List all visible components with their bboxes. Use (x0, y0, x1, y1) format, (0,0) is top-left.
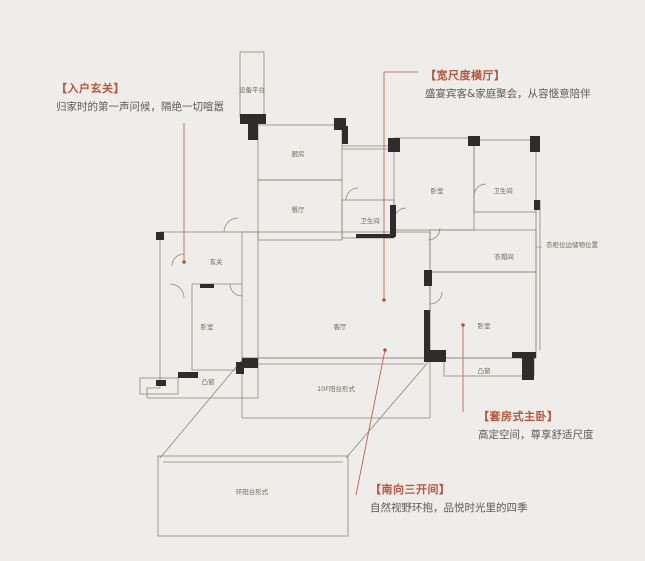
callout-living-title: 【宽尺度横厅】 (425, 69, 506, 82)
room-label-bathroom-master: 卫生间 (493, 186, 513, 195)
callout-south-desc: 自然视野环抱，品悦时光里的四季 (370, 502, 528, 514)
room-label-equipment: 设备平台 (239, 85, 265, 94)
room-label-bay-east: 凸窗 (478, 366, 491, 375)
leader-master-dot (461, 323, 465, 327)
leader-south (355, 349, 386, 496)
callout-entrance: 【入户玄关】 归家时的第一声问候，隔绝一切喧嚣 (56, 83, 224, 113)
callout-leader-lines (182, 71, 465, 496)
room-label-bay-west: 凸窗 (202, 377, 215, 386)
callout-living-desc: 盛宴宾客&家庭聚会，从容惬意陪伴 (425, 88, 591, 100)
room-label-living: 客厅 (334, 322, 348, 331)
callout-master-desc: 高定空间，尊享舒适尺度 (478, 429, 594, 441)
room-label-balcony: 10F阳台形式 (317, 384, 356, 393)
leader-south-dot (383, 348, 387, 352)
leader-living-dot (382, 298, 386, 302)
leader-entrance-dot (182, 260, 186, 264)
callout-south: 【南向三开间】 自然视野环抱，品悦时光里的四季 (370, 484, 528, 514)
room-label-dressing: 衣帽间 (494, 252, 514, 261)
plan-thin-lines (139, 51, 541, 537)
plan-walls (156, 114, 540, 386)
room-label-bedroom-north: 卧室 (431, 186, 445, 195)
callout-living: 【宽尺度横厅】 盛宴宾客&家庭聚会，从容惬意陪伴 (425, 70, 591, 100)
callout-entrance-desc: 归家时的第一声问候，隔绝一切喧嚣 (56, 101, 224, 113)
callout-entrance-title: 【入户玄关】 (56, 82, 125, 95)
room-label-terrace: 环阳台形式 (236, 487, 269, 496)
room-label-kitchen: 厨房 (292, 149, 305, 158)
callout-master: 【套房式主卧】 高定空间，尊享舒适尺度 (478, 411, 594, 441)
callout-south-title: 【南向三开间】 (370, 483, 451, 496)
room-label-storage-tip: 衣柜位边储物位置 (546, 240, 599, 249)
room-label-foyer: 玄关 (210, 257, 224, 266)
room-label-bedroom-master: 卧室 (478, 321, 492, 330)
room-label-bedroom-west: 卧室 (201, 322, 215, 331)
room-label-dining: 餐厅 (292, 205, 306, 214)
room-label-bathroom-public: 卫生间 (360, 216, 380, 225)
room-labels: 设备平台 厨房 餐厅 卫生间 卧室 卫生间 衣帽间 衣柜位边储物位置 玄关 卧室… (201, 85, 599, 496)
callout-master-title: 【套房式主卧】 (478, 410, 559, 423)
